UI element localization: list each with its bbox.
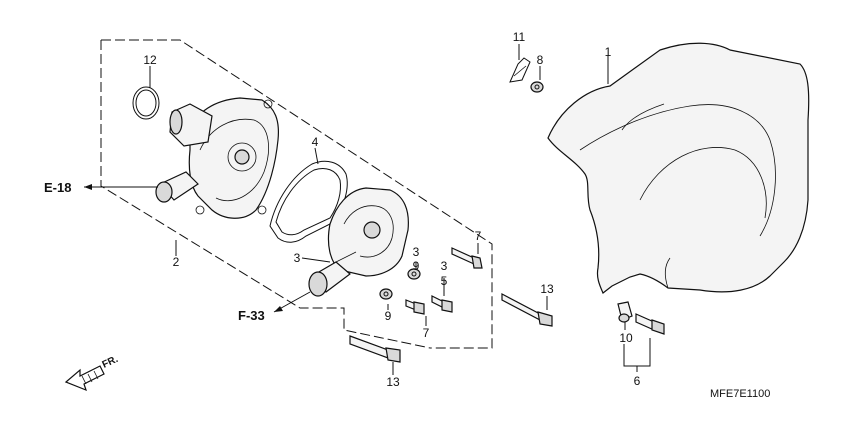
pump-cover <box>308 187 409 297</box>
label-part-7-lower: 7 <box>423 326 430 340</box>
label-part-6: 6 <box>634 374 641 388</box>
washer-9-upper <box>407 268 421 280</box>
water-pump-body <box>155 97 280 219</box>
label-part-7-upper: 7 <box>475 229 482 243</box>
label-part-8: 8 <box>537 53 544 67</box>
o-ring <box>132 86 160 120</box>
front-direction-label: FR. <box>101 354 120 371</box>
washer-top <box>530 81 544 93</box>
grommet-10 <box>617 301 633 323</box>
reference-f33: F-33 <box>238 308 265 323</box>
label-part-11: 11 <box>513 30 526 44</box>
label-part-3-middle: 3 <box>413 245 420 259</box>
bolt-7-upper <box>451 247 483 269</box>
bolt-7-lower <box>405 299 425 315</box>
label-part-13-lower: 13 <box>386 375 400 389</box>
label-part-5: 5 <box>441 274 448 288</box>
pump-gasket <box>269 160 348 243</box>
label-part-3-cover: 3 <box>294 251 301 265</box>
label-part-13-right: 13 <box>540 282 554 296</box>
label-part-4: 4 <box>312 135 319 149</box>
assembly-boundary <box>100 39 493 349</box>
diagram-code: MFE7E1100 <box>710 388 770 400</box>
bolt-13-lower <box>349 335 401 363</box>
label-part-12: 12 <box>143 53 157 67</box>
label-part-10: 10 <box>619 331 633 345</box>
side-cover <box>547 42 810 294</box>
front-direction-arrow-icon <box>64 365 105 392</box>
hose-clip <box>509 57 531 83</box>
bolt-5 <box>431 295 453 313</box>
leader-lines <box>84 44 651 375</box>
label-part-9-lower: 9 <box>385 309 392 323</box>
label-part-2: 2 <box>173 255 180 269</box>
washer-9-lower <box>379 288 393 300</box>
pump-shaft <box>234 149 250 165</box>
label-part-9-upper: 9 <box>413 259 420 273</box>
bolt-13-right <box>501 293 553 327</box>
part-number-labels: 12 1 4 2 3 11 8 7 3 9 3 5 9 7 13 13 10 6 <box>143 30 640 389</box>
label-part-3-right: 3 <box>441 259 448 273</box>
reference-e18: E-18 <box>44 180 71 195</box>
bolt-6 <box>635 313 665 335</box>
label-part-1: 1 <box>605 45 612 59</box>
